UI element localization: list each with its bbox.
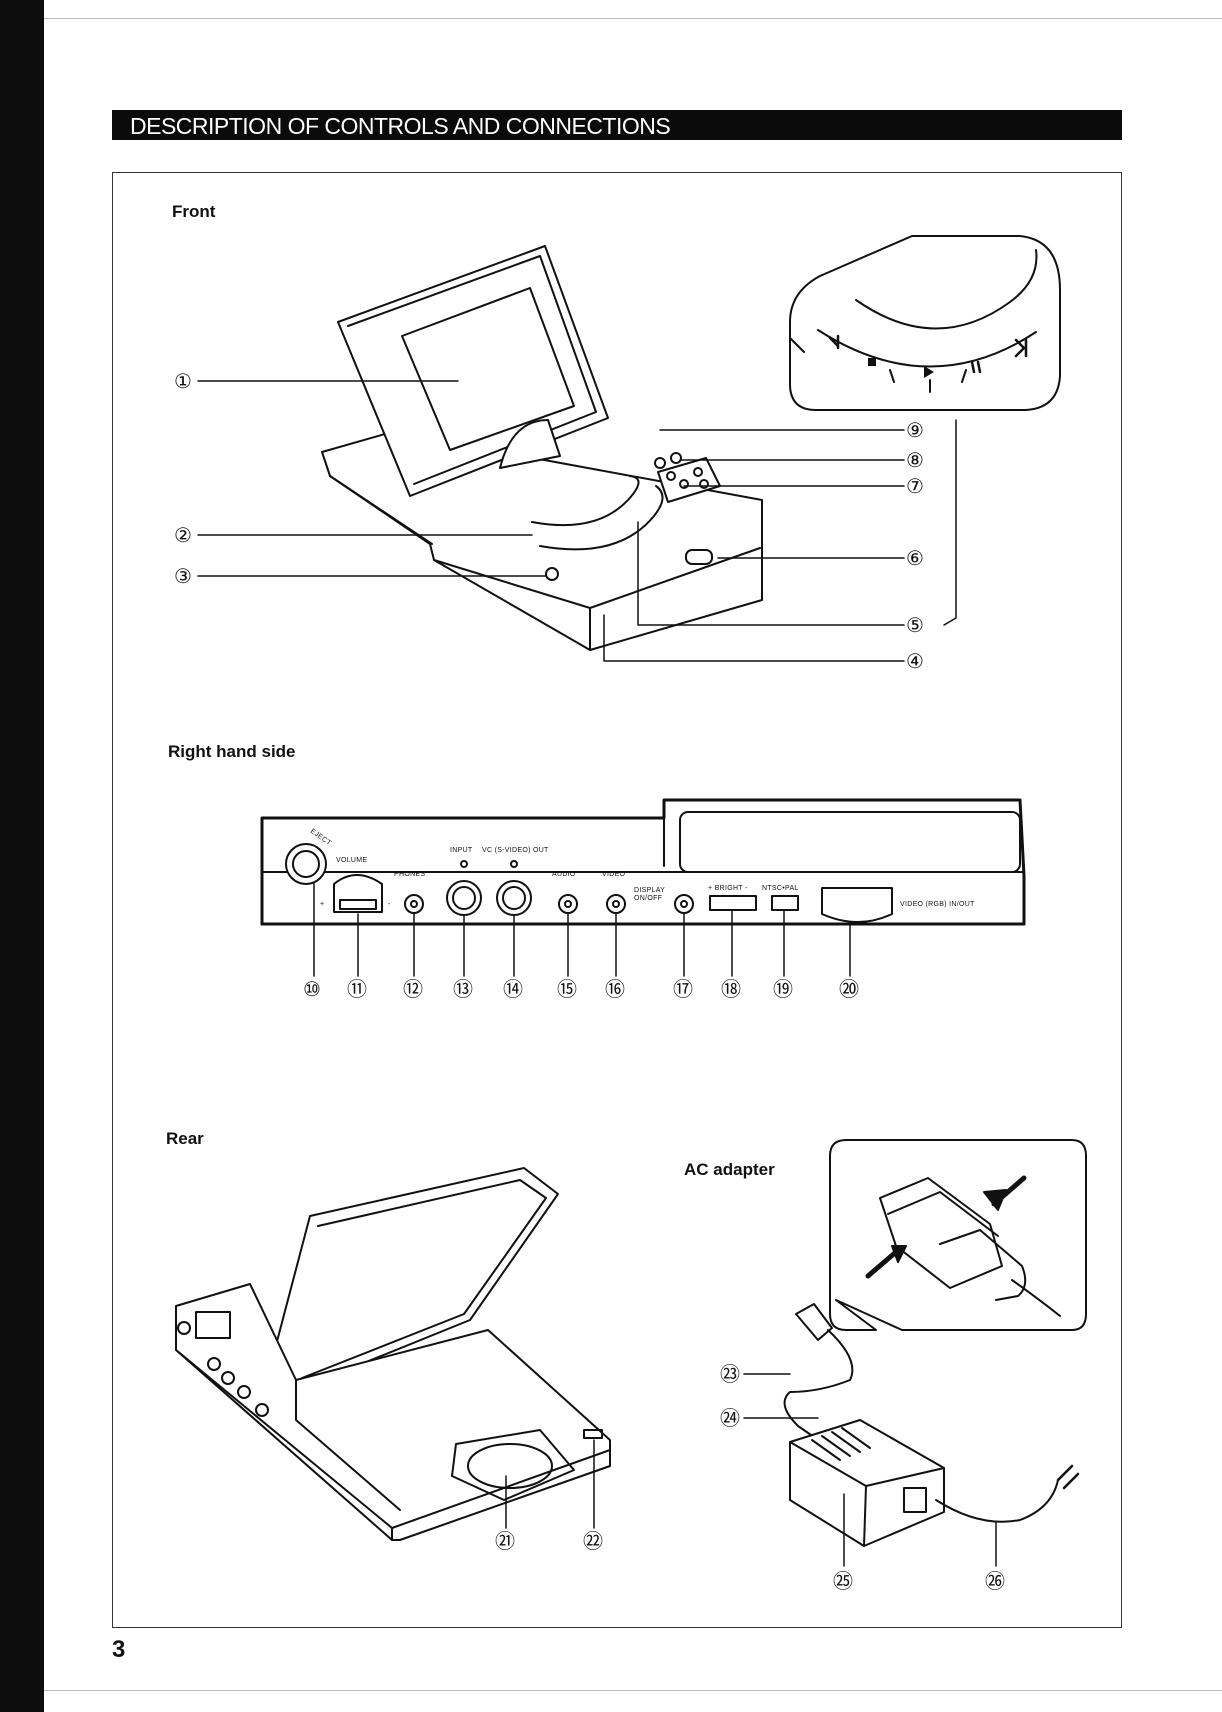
callout-8: ⑧ xyxy=(906,448,924,472)
input-label: INPUT xyxy=(450,847,473,854)
callout-4: ④ xyxy=(906,649,924,673)
front-player-drawing xyxy=(321,245,763,651)
callout-1: ① xyxy=(174,369,192,393)
callout-10: ⑩ xyxy=(303,977,321,1001)
callout-13: ⑬ xyxy=(453,977,473,1001)
front-zoom-bubble xyxy=(789,235,1061,411)
callout-7: ⑦ xyxy=(906,474,924,498)
video-label: VIDEO xyxy=(602,871,626,878)
rear-heading: Rear xyxy=(166,1129,204,1148)
callout-26: ㉖ xyxy=(985,1569,1005,1593)
callout-21: ㉑ xyxy=(495,1529,515,1553)
front-heading: Front xyxy=(172,202,216,221)
side-panel-drawing xyxy=(260,798,1026,926)
title-bar: DESCRIPTION OF CONTROLS AND CONNECTIONS xyxy=(112,110,1122,140)
volume-plus-label: + xyxy=(320,901,324,908)
display-label: DISPLAY xyxy=(634,887,665,894)
ac-adapter-heading: AC adapter xyxy=(684,1160,775,1179)
callout-9: ⑨ xyxy=(906,418,924,442)
callout-25: ㉕ xyxy=(833,1569,853,1593)
callout-3: ③ xyxy=(174,564,192,588)
audio-label: AUDIO xyxy=(552,871,576,878)
rear-leader-lines xyxy=(505,1439,595,1529)
volume-label: VOLUME xyxy=(336,857,367,864)
front-leader-lines xyxy=(197,380,957,662)
callout-11: ⑪ xyxy=(347,977,367,1001)
callout-2: ② xyxy=(174,523,192,547)
ntsc-pal-label: NTSC•PAL xyxy=(762,885,799,892)
figure-frame xyxy=(112,172,1122,1628)
volume-minus-label: - xyxy=(388,901,391,908)
callout-20: ⑳ xyxy=(839,977,859,1001)
callout-6: ⑥ xyxy=(906,546,924,570)
callout-16: ⑯ xyxy=(605,977,625,1001)
adapter-leader-lines xyxy=(743,1373,997,1567)
page-number: 3 xyxy=(112,1636,126,1663)
bottom-rule xyxy=(44,1690,1222,1691)
callout-17: ⑰ xyxy=(673,977,693,1001)
callout-22: ㉒ xyxy=(583,1529,603,1553)
callout-24: ㉔ xyxy=(720,1406,740,1430)
ac-adapter-drawing xyxy=(783,1139,1087,1547)
callout-14: ⑭ xyxy=(503,977,523,1001)
side-leader-lines xyxy=(313,883,851,977)
rear-player-drawing xyxy=(175,1167,611,1541)
display-onoff-label: ON/OFF xyxy=(634,895,662,902)
callout-19: ⑲ xyxy=(773,977,793,1001)
top-rule xyxy=(44,18,1222,19)
callout-23: ㉓ xyxy=(720,1362,740,1386)
video-rgb-label: VIDEO (RGB) IN/OUT xyxy=(900,901,975,908)
page-spine xyxy=(0,0,44,1712)
vc-out-label: VC (S-VIDEO) OUT xyxy=(482,847,549,854)
callout-18: ⑱ xyxy=(721,977,741,1001)
phones-label: PHONES xyxy=(394,871,425,878)
callout-numbers: ① ② ③ ④ ⑤ ⑥ ⑦ ⑧ ⑨ ⑩ ⑪ ⑫ ⑬ ⑭ ⑮ ⑯ ⑰ ⑱ ⑲ ⑳ … xyxy=(174,369,1005,1593)
bright-label: + BRIGHT - xyxy=(708,885,748,892)
right-side-heading: Right hand side xyxy=(168,742,296,761)
page-title: DESCRIPTION OF CONTROLS AND CONNECTIONS xyxy=(130,113,671,139)
callout-5: ⑤ xyxy=(906,613,924,637)
callout-12: ⑫ xyxy=(403,977,423,1001)
callout-15: ⑮ xyxy=(557,977,577,1001)
